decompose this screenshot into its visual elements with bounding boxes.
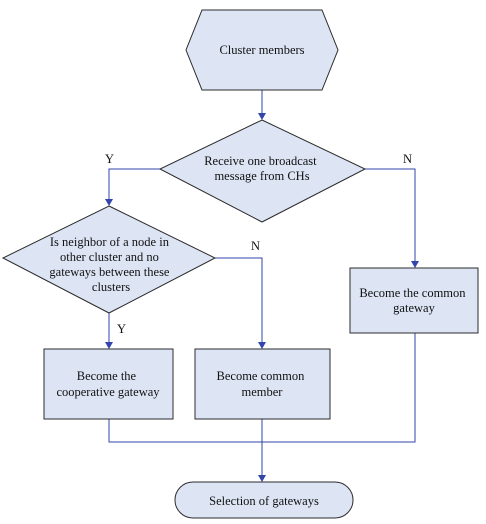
decision-neighbor-diamond (1, 205, 217, 314)
decision-receive-label: Receive one broadcast message from CHs (204, 154, 320, 183)
arrowhead-to-end (258, 475, 266, 482)
decision-is-neighbor: Is neighbor of a node in other cluster a… (1, 205, 217, 314)
arrowhead-receive-yes (105, 199, 113, 206)
start-node: Cluster members (185, 9, 339, 91)
common-member-line: Become common (217, 369, 306, 383)
branch-label-receive-yes: Y (105, 152, 114, 166)
edge-receive-no (365, 168, 416, 262)
branch-label-receive-no: N (403, 152, 412, 166)
decision-neighbor-line: clusters (92, 280, 130, 294)
branch-label-neighbor-no: N (251, 239, 260, 253)
cooperative-gateway-line: cooperative gateway (56, 385, 160, 399)
decision-neighbor-line: other cluster and no (60, 250, 159, 264)
start-label-line: Cluster members (219, 43, 304, 57)
end-terminator (174, 481, 354, 519)
common-member-line: member (242, 385, 284, 399)
arrowhead-start-to-receive (258, 113, 266, 120)
edge-neighbor-no (215, 257, 263, 343)
end-node: Selection of gateways (174, 481, 354, 519)
decision-receive-diamond (158, 119, 367, 223)
arrowhead-neighbor-yes (105, 342, 113, 349)
process-common-gateway: Become the common gateway (349, 267, 479, 334)
cooperative-gateway-box (43, 348, 174, 420)
decision-neighbor-label: Is neighbor of a node in other cluster a… (49, 235, 172, 294)
process-cooperative-gateway: Become the cooperative gateway (43, 348, 174, 420)
decision-receive-line: Receive one broadcast (204, 154, 317, 168)
common-gateway-line: gateway (393, 301, 435, 315)
decision-neighbor-line: gateways between these (49, 265, 170, 279)
branch-label-neighbor-yes: Y (117, 322, 126, 336)
start-hexagon (185, 9, 339, 91)
process-common-member: Become common member (194, 348, 331, 420)
decision-neighbor-line: Is neighbor of a node in (50, 235, 170, 249)
common-gateway-line: Become the common (359, 286, 466, 300)
common-member-label: Become common member (217, 369, 308, 399)
common-gateway-box (349, 267, 479, 334)
cooperative-gateway-label: Become the cooperative gateway (56, 369, 160, 399)
edge-receive-yes (108, 168, 160, 200)
decision-receive-broadcast: Receive one broadcast message from CHs (158, 119, 367, 223)
decision-receive-line: message from CHs (214, 169, 309, 183)
start-label: Cluster members (219, 43, 304, 57)
end-label-line: Selection of gateways (209, 494, 319, 508)
end-label: Selection of gateways (209, 494, 319, 508)
arrowhead-receive-no (411, 261, 419, 268)
common-gateway-label: Become the common gateway (359, 286, 468, 315)
common-member-box (194, 348, 331, 420)
cooperative-gateway-line: Become the (77, 369, 137, 383)
arrowhead-neighbor-no (258, 342, 266, 349)
